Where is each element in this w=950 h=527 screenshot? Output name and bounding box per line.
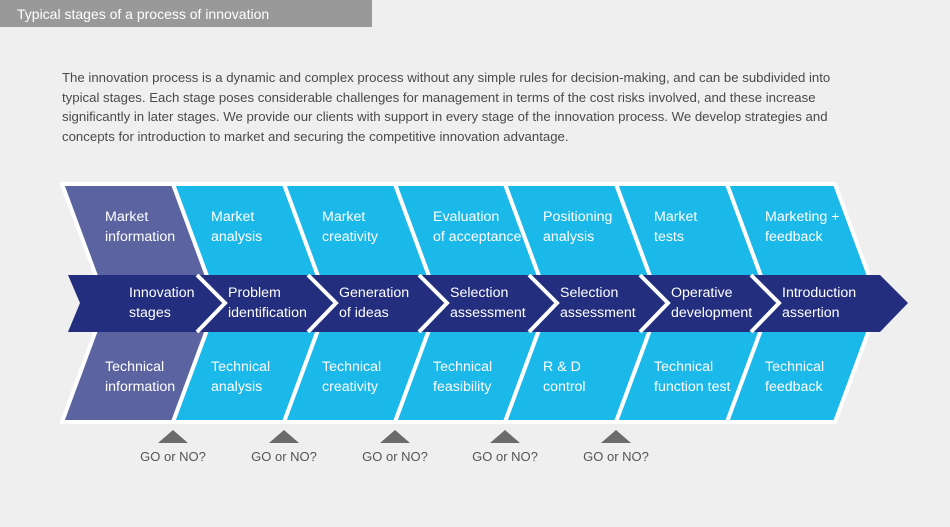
band-separator <box>417 273 450 334</box>
gate-triangle-icon <box>269 430 299 443</box>
technical-label: Technical feedback <box>765 359 825 395</box>
technical-label: Technical analysis <box>211 359 271 395</box>
band-separator <box>306 273 339 334</box>
technical-label: Technical information <box>105 359 176 395</box>
band-separator <box>195 273 228 334</box>
market-label: Marketing + feedback <box>765 209 840 245</box>
gate-triangle-icon <box>601 430 631 443</box>
market-label: Market analysis <box>211 209 263 245</box>
gate-label: GO or NO? <box>251 449 317 464</box>
stage-label: Operative development <box>671 285 753 321</box>
market-label: Evaluation of acceptance <box>433 209 522 245</box>
market-label: Market creativity <box>322 209 378 245</box>
stage-label: Problem identification <box>228 285 307 321</box>
market-label: Market tests <box>654 209 698 245</box>
intro-paragraph: The innovation process is a dynamic and … <box>62 70 831 144</box>
gate-triangle-icon <box>490 430 520 443</box>
gate-label: GO or NO? <box>362 449 428 464</box>
market-label: Positioning analysis <box>543 209 613 245</box>
technical-label: Technical function test <box>654 359 731 395</box>
stage-label: Selection assessment <box>450 285 526 321</box>
title-bar: Typical stages of a process of innovatio… <box>0 0 372 27</box>
stage-label: Generation of ideas <box>339 285 410 321</box>
band-separator <box>638 273 671 334</box>
band-separator <box>527 273 560 334</box>
gate-triangle-icon <box>380 430 410 443</box>
market-label: Market information <box>105 209 176 245</box>
gate-label: GO or NO? <box>472 449 538 464</box>
stage-label: Innovation stages <box>129 285 195 321</box>
stage-label: Selection assessment <box>560 285 636 321</box>
stage-label: Introduction assertion <box>782 285 857 321</box>
gate-label: GO or NO? <box>140 449 206 464</box>
gate-triangle-icon <box>158 430 188 443</box>
band-separator <box>749 273 782 334</box>
gate-label: GO or NO? <box>583 449 649 464</box>
stage-band <box>68 275 908 332</box>
technical-label: R & D control <box>543 359 586 395</box>
technical-label: Technical creativity <box>322 359 382 395</box>
technical-label: Technical feasibility <box>433 359 493 395</box>
